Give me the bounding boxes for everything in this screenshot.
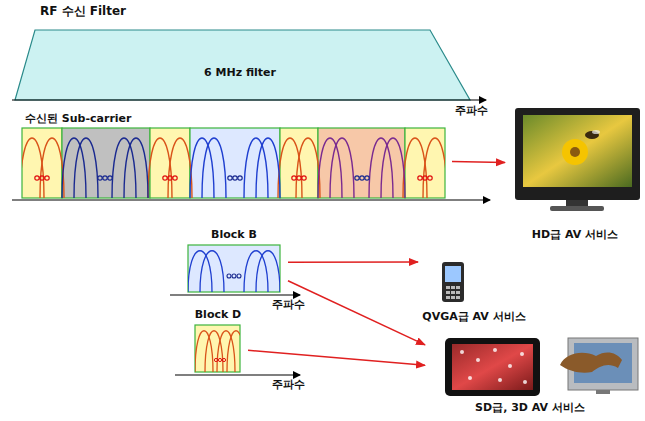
- service-label: SD급, 3D AV 서비스: [475, 401, 585, 414]
- subcarrier-band: 수신된 Sub-carrier: [15, 112, 452, 202]
- block-d: Block D: [188, 308, 248, 374]
- block-heading: Block D: [195, 308, 242, 321]
- service-label: HD급 AV 서비스: [532, 228, 618, 241]
- signal-arrow: [248, 350, 425, 365]
- sd-3d-service: SD급, 3D AV 서비스: [425, 333, 643, 418]
- signal-arrow: [288, 261, 418, 263]
- filter-label: 6 MHz filter: [204, 66, 276, 79]
- qvga-service: QVGA급 AV 서비스: [418, 255, 530, 325]
- signal-arrow: [452, 162, 505, 163]
- axis-label: 주파수: [272, 298, 305, 311]
- service-label: QVGA급 AV 서비스: [422, 310, 525, 323]
- filter-heading: RF 수신 Filter: [40, 4, 126, 18]
- axis-label: 주파수: [455, 104, 488, 117]
- block-heading: Block B: [211, 228, 257, 241]
- signal-arrow: [288, 281, 425, 345]
- axis-label: 주파수: [272, 378, 305, 391]
- hd-service: HD급 AV 서비스: [505, 95, 643, 245]
- band-heading: 수신된 Sub-carrier: [25, 112, 131, 125]
- block-b: Block B: [182, 228, 288, 294]
- rf-filter-band: RF 수신 Filter 6 MHz filter: [12, 2, 482, 102]
